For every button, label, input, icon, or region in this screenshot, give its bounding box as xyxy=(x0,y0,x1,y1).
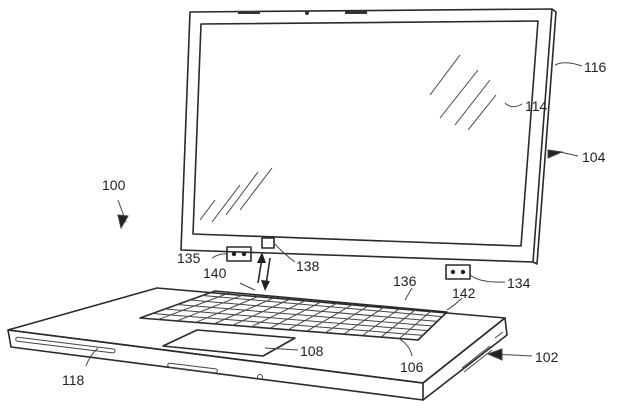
key-column-line xyxy=(325,305,369,333)
label-118: 118 xyxy=(62,372,85,388)
hinge-right xyxy=(446,265,470,279)
camera xyxy=(305,11,309,15)
key-column-line xyxy=(307,304,354,332)
lid-top-detail xyxy=(345,11,367,14)
label-136: 136 xyxy=(393,273,417,289)
keyboard xyxy=(140,291,447,340)
base-side xyxy=(423,318,507,400)
label-142: 142 xyxy=(452,285,476,301)
up-down-arrows xyxy=(257,252,270,291)
label-114: 114 xyxy=(525,98,548,114)
label-134: 134 xyxy=(507,275,531,291)
leader-lines xyxy=(86,63,582,366)
label-100: 100 xyxy=(102,177,126,193)
display-screen xyxy=(193,21,538,246)
key-column-line xyxy=(362,308,400,336)
label-106: 106 xyxy=(400,359,424,375)
connector xyxy=(262,238,274,248)
hinge-left xyxy=(227,247,251,261)
label-140: 140 xyxy=(203,265,227,281)
label-104: 104 xyxy=(582,149,606,165)
label-108: 108 xyxy=(300,343,324,359)
label-102: 102 xyxy=(535,349,559,365)
label-116: 116 xyxy=(584,59,607,75)
lid-top-detail xyxy=(238,11,260,14)
label-138: 138 xyxy=(296,258,320,274)
key-column-line xyxy=(159,292,231,319)
front-slot xyxy=(168,363,218,373)
label-135: 135 xyxy=(177,250,201,266)
front-slot xyxy=(16,337,116,353)
key-column-line xyxy=(196,295,262,322)
lid-outer-frame xyxy=(181,9,552,262)
key-column-line xyxy=(177,294,246,321)
lid xyxy=(181,9,556,264)
base-front xyxy=(8,330,423,400)
key-column-line xyxy=(344,306,385,334)
screen-glare xyxy=(200,55,496,222)
